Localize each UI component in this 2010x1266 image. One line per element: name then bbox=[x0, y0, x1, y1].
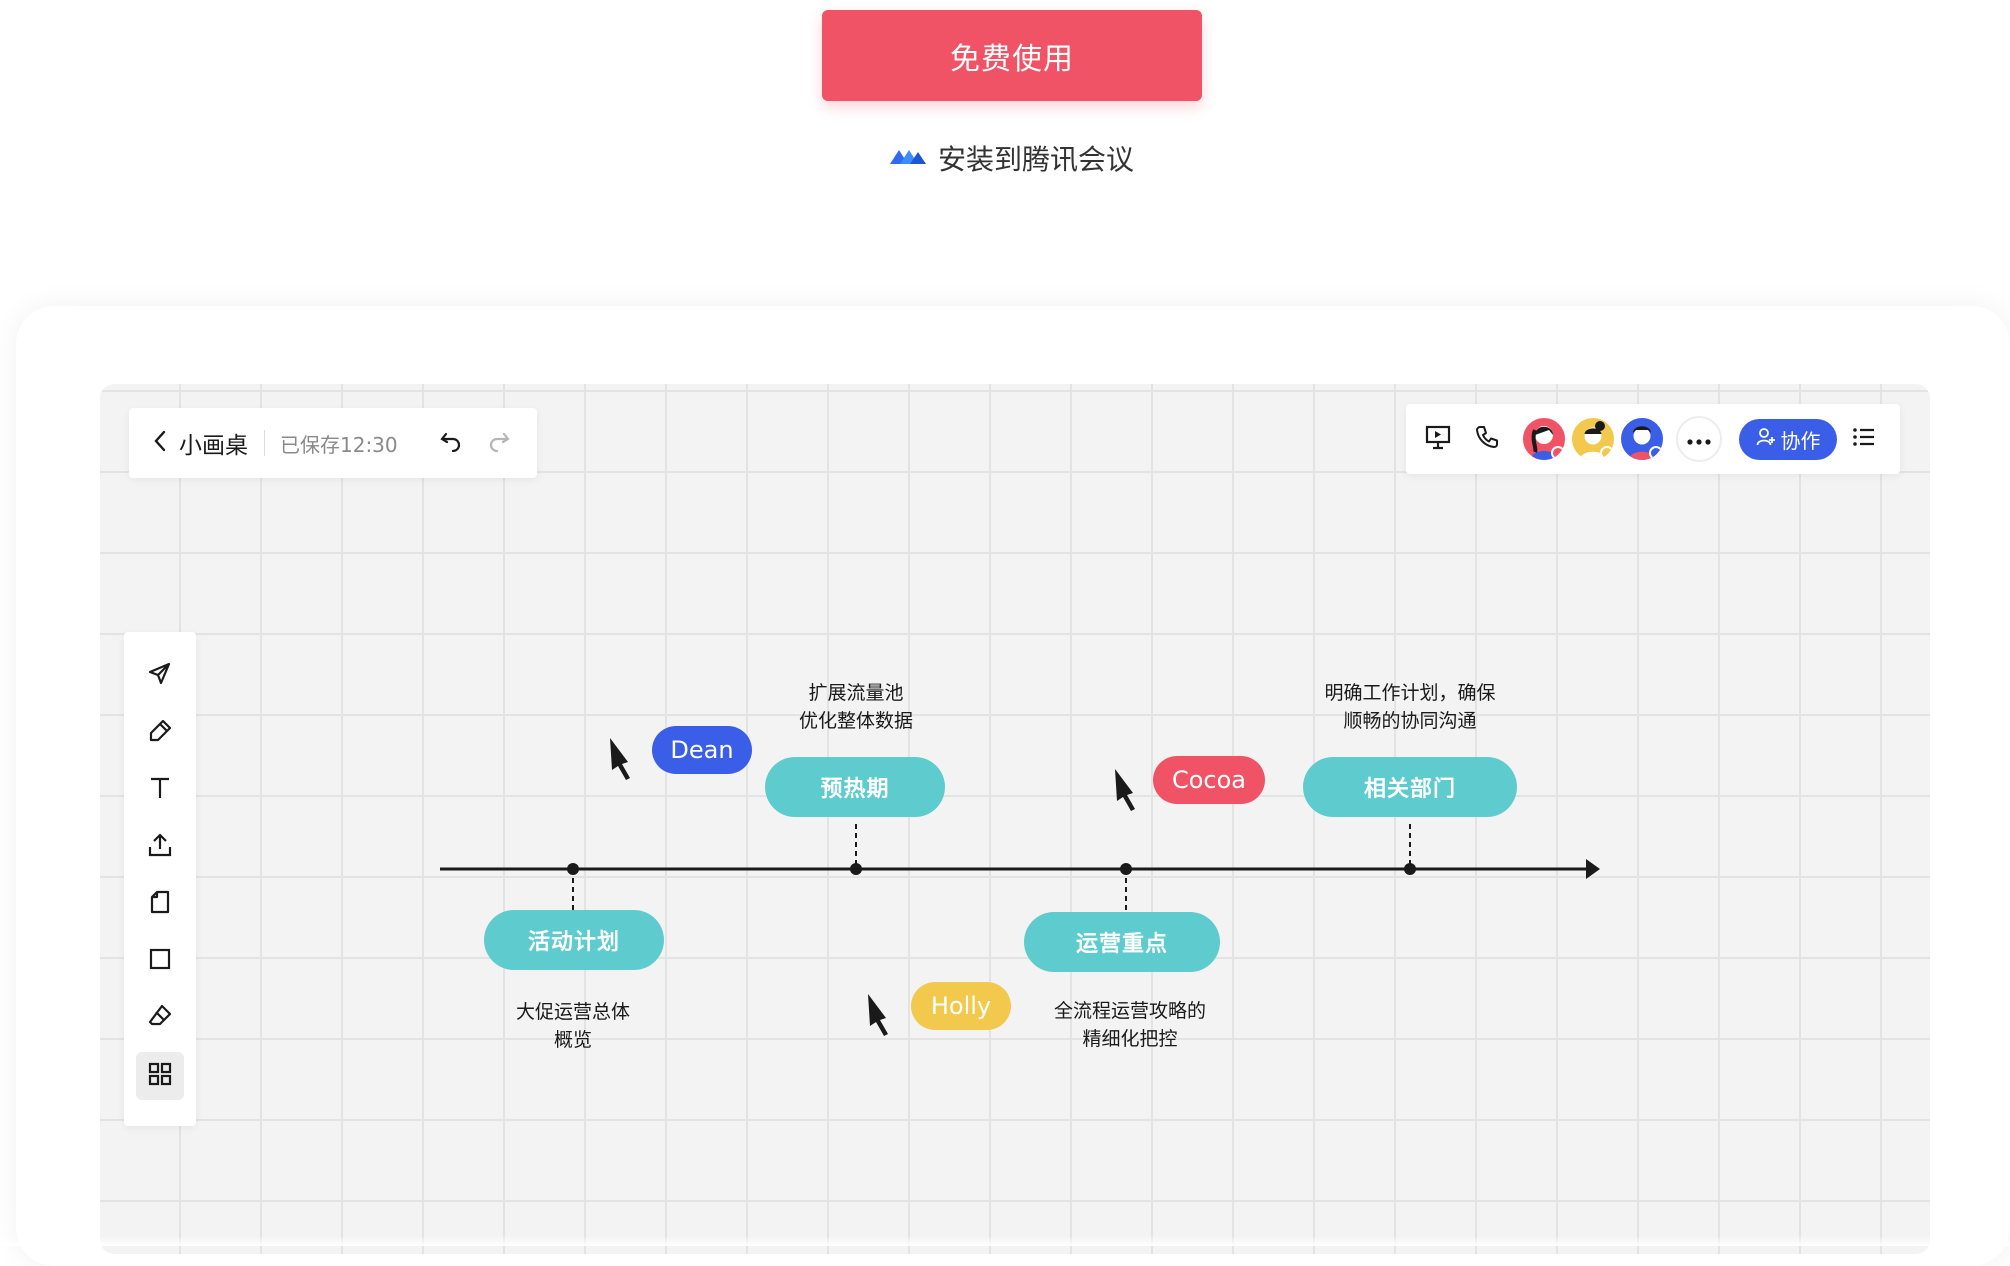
sticky-note-icon bbox=[147, 889, 173, 919]
milestone-dot-3 bbox=[1120, 863, 1132, 875]
toolbar-divider bbox=[264, 430, 265, 456]
online-status-dot bbox=[1600, 446, 1614, 460]
phone-icon bbox=[1474, 424, 1500, 454]
upload-icon bbox=[147, 832, 173, 862]
eraser-tool[interactable] bbox=[136, 994, 184, 1042]
collaboration-toolbar: 协作 bbox=[1406, 404, 1900, 474]
drawing-tool-panel bbox=[124, 632, 196, 1126]
cursor-tag-holly: Holly bbox=[911, 982, 1011, 1030]
milestone-pill[interactable]: 运营重点 bbox=[1024, 912, 1220, 972]
collaborate-button[interactable]: 协作 bbox=[1739, 419, 1837, 460]
saved-status: 已保存12:30 bbox=[280, 432, 398, 457]
pen-icon bbox=[147, 718, 173, 748]
milestone-note: 明确工作计划，确保 顺畅的协同沟通 bbox=[1324, 682, 1496, 732]
milestone-pill[interactable]: 预热期 bbox=[765, 757, 945, 817]
avatar[interactable] bbox=[1570, 416, 1616, 462]
eraser-icon bbox=[147, 1003, 173, 1033]
chevron-left-icon bbox=[153, 430, 167, 456]
pen-tool[interactable] bbox=[136, 709, 184, 757]
bottom-fade bbox=[0, 1236, 2010, 1246]
list-icon bbox=[1852, 426, 1876, 452]
cursor-tag-dean: Dean bbox=[652, 726, 752, 774]
avatar[interactable] bbox=[1521, 416, 1567, 462]
cursor-arrow-dean bbox=[610, 738, 630, 780]
milestone-dot-1 bbox=[567, 863, 579, 875]
online-status-dot bbox=[1649, 446, 1663, 460]
undo-icon bbox=[439, 430, 463, 456]
text-tool[interactable] bbox=[136, 766, 184, 814]
shape-square-icon bbox=[147, 946, 173, 976]
undo-button[interactable] bbox=[436, 428, 466, 458]
back-button[interactable] bbox=[147, 423, 173, 463]
present-button[interactable] bbox=[1420, 421, 1456, 457]
call-button[interactable] bbox=[1469, 421, 1505, 457]
timeline-graphic bbox=[440, 738, 1600, 1036]
avatar[interactable] bbox=[1619, 416, 1665, 462]
shape-tool[interactable] bbox=[136, 937, 184, 985]
outline-list-button[interactable] bbox=[1846, 421, 1882, 457]
milestone-pill[interactable]: 活动计划 bbox=[484, 910, 664, 970]
cursor-arrow-holly bbox=[868, 994, 888, 1036]
upload-tool[interactable] bbox=[136, 823, 184, 871]
timeline-arrowhead bbox=[1586, 859, 1600, 879]
collaborate-label: 协作 bbox=[1780, 429, 1821, 453]
present-icon bbox=[1424, 423, 1452, 455]
sticky-note-tool[interactable] bbox=[136, 880, 184, 928]
milestone-note: 全流程运营攻略的 精细化把控 bbox=[1053, 1000, 1206, 1050]
whiteboard-canvas[interactable]: 活动计划 预热期 运营重点 相关部门 大促运营总体 概览 扩展流量池 优化整体数… bbox=[100, 384, 1930, 1254]
tencent-meeting-logo-icon bbox=[888, 142, 928, 175]
add-user-icon bbox=[1756, 427, 1776, 452]
board-title-toolbar: 小画桌 已保存12:30 bbox=[129, 408, 537, 478]
redo-icon bbox=[487, 430, 511, 456]
install-to-tencent-meeting-link[interactable]: 安装到腾讯会议 bbox=[888, 136, 1134, 180]
cursor-tag-cocoa: Cocoa bbox=[1153, 756, 1265, 804]
install-label: 安装到腾讯会议 bbox=[938, 143, 1135, 176]
select-arrow-icon bbox=[147, 661, 173, 691]
more-dots-icon bbox=[1687, 430, 1711, 449]
milestone-note: 大促运营总体 概览 bbox=[515, 1001, 630, 1051]
milestone-dot-2 bbox=[850, 863, 862, 875]
cursor-arrow-cocoa bbox=[1115, 769, 1135, 811]
free-use-button[interactable]: 免费使用 bbox=[822, 10, 1202, 101]
milestone-dot-4 bbox=[1404, 863, 1416, 875]
more-members-button[interactable] bbox=[1676, 416, 1722, 462]
text-icon bbox=[147, 775, 173, 805]
redo-button[interactable] bbox=[484, 428, 514, 458]
milestone-note: 扩展流量池 优化整体数据 bbox=[798, 682, 913, 732]
milestone-pill[interactable]: 相关部门 bbox=[1303, 757, 1517, 817]
grid-apps-icon bbox=[147, 1061, 173, 1091]
more-tools-button[interactable] bbox=[136, 1052, 184, 1100]
board-title[interactable]: 小画桌 bbox=[179, 433, 248, 459]
select-tool[interactable] bbox=[136, 652, 184, 700]
online-status-dot bbox=[1551, 446, 1565, 460]
